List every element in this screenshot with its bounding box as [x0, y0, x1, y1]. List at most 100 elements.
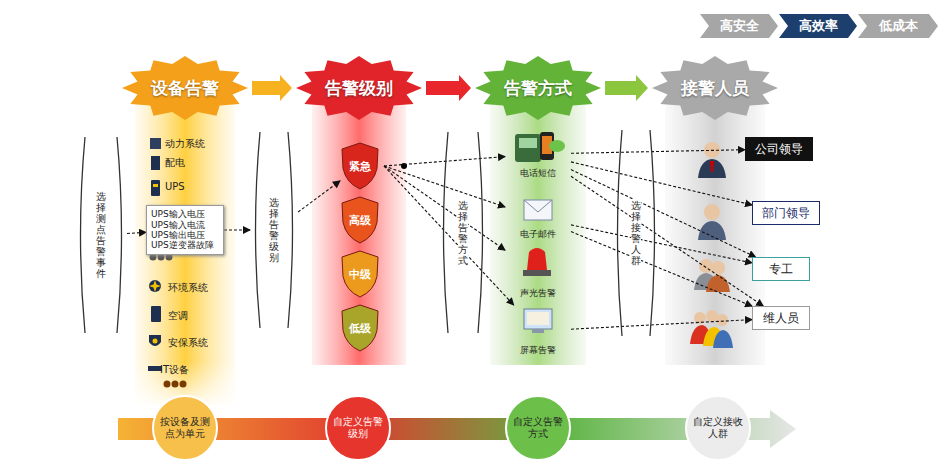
cap-node: 电话短信 — [505, 128, 571, 180]
chev-node: 高安全 — [700, 14, 778, 38]
chevron — [858, 14, 938, 38]
circ-node: 自定义告警级别 — [325, 395, 391, 461]
node-text: 按设备及测点为单元 — [159, 416, 211, 441]
node-text: 低成本 — [879, 17, 918, 35]
dashed-connector — [571, 176, 763, 306]
dashed-connector — [571, 170, 756, 257]
star-node: 告警级别 — [296, 56, 422, 120]
item-label: 配电 — [165, 156, 185, 170]
chev-node: 高效率 — [779, 14, 857, 38]
box-node: 部门领导 — [752, 201, 820, 225]
circle — [326, 396, 390, 460]
star-node: 接警人员 — [652, 56, 778, 120]
bracket-group: 选择告警级别 — [250, 130, 298, 330]
node-text: 电话短信 — [520, 167, 556, 180]
node-text: 告警方式 — [504, 77, 572, 100]
circ-node: 自定义接收人群 — [685, 395, 751, 461]
dashed-connector — [127, 232, 146, 233]
node-text: 自定义告警方式 — [512, 416, 564, 441]
chevron — [700, 14, 778, 38]
starburst — [652, 56, 778, 120]
node-text: 电子邮件 — [520, 228, 556, 241]
item-label: 环境系统 — [168, 281, 208, 295]
node-text: 部门领导 — [762, 205, 810, 222]
node-text: UPS输出电压 — [151, 230, 205, 240]
shield-node: 中级 — [340, 250, 380, 298]
item-label: IT设备 — [160, 363, 189, 377]
bracket-group: 选择测点告警事件 — [75, 135, 127, 335]
dashed-connector — [571, 162, 752, 205]
circle — [506, 396, 570, 460]
starburst — [475, 56, 601, 120]
vertical-label: 选择测点告警事件 — [96, 190, 106, 280]
node-text: UPS输入电压 — [151, 209, 205, 219]
bracket-right — [117, 137, 122, 333]
node-text: 屏幕告警 — [520, 344, 556, 357]
vertical-label: 选择告警级别 — [269, 196, 279, 264]
dashed-connector — [571, 232, 752, 307]
box-node: UPS输入电压UPS输入电流UPS输出电压UPS逆变器故障 — [146, 205, 224, 255]
dashed-connector — [571, 320, 752, 330]
chev-node: 低成本 — [858, 14, 938, 38]
chevron — [779, 14, 857, 38]
item-label: 安保系统 — [168, 336, 208, 350]
box-node: 公司领导 — [745, 137, 813, 161]
node-text: 专工 — [769, 261, 793, 278]
node-text: 自定义告警级别 — [332, 416, 384, 441]
dashed-connector — [384, 157, 505, 166]
shield-node: 高级 — [340, 196, 380, 244]
bracket-right — [650, 130, 655, 336]
circ-node: 按设备及测点为单元 — [152, 395, 218, 461]
block-arrow — [605, 75, 648, 101]
shield — [342, 197, 378, 243]
box-node: 专工 — [752, 257, 810, 281]
item-label: 动力系统 — [165, 137, 205, 151]
node-text: 紧急 — [349, 159, 371, 174]
bracket-left — [444, 132, 449, 333]
node-text: 自定义接收人群 — [692, 416, 744, 441]
cap-node: 屏幕告警 — [505, 305, 571, 357]
node-text: UPS输入电流 — [151, 220, 205, 230]
circle — [153, 396, 217, 460]
node-text: 声光告警 — [520, 287, 556, 300]
box-node: 维人员 — [752, 306, 810, 330]
dashed-connector — [384, 166, 514, 305]
bracket-right — [478, 132, 483, 333]
node-text: 设备告警 — [151, 77, 219, 100]
item-label: 空调 — [168, 309, 188, 323]
bracket-left — [81, 137, 86, 333]
block-arrow — [426, 75, 471, 101]
vertical-label: 选择接警人群 — [631, 199, 641, 267]
bracket-group: 选择告警方式 — [438, 130, 488, 335]
bracket-right — [288, 132, 293, 328]
node-text: 公司领导 — [755, 141, 803, 158]
node-text: 低级 — [349, 321, 371, 336]
vertical-label: 选择告警方式 — [458, 199, 468, 267]
block-arrow — [252, 75, 292, 101]
circle — [686, 396, 750, 460]
circ-node: 自定义告警方式 — [505, 395, 571, 461]
cap-node: 声光告警 — [505, 246, 571, 300]
bracket-left — [618, 130, 623, 336]
node-text: 告警级别 — [325, 77, 393, 100]
item-label: UPS — [165, 181, 185, 192]
cap-node: 电子邮件 — [505, 195, 571, 241]
node-text: 接警人员 — [681, 77, 749, 100]
star-node: 设备告警 — [122, 56, 248, 120]
node-text: 高安全 — [720, 17, 759, 35]
shield — [342, 251, 378, 297]
starburst — [122, 56, 248, 120]
node-text: 中级 — [349, 267, 371, 282]
shield-node: 紧急 — [340, 142, 380, 190]
node-text: 维人员 — [763, 310, 799, 327]
node-text: 高效率 — [799, 17, 838, 35]
shield-node: 低级 — [340, 304, 380, 352]
bracket-group: 选择接警人群 — [612, 128, 660, 338]
dashed-connector — [298, 181, 340, 212]
bracket-left — [256, 132, 261, 328]
node-text: UPS逆变器故障 — [151, 240, 214, 250]
star-node: 告警方式 — [475, 56, 601, 120]
